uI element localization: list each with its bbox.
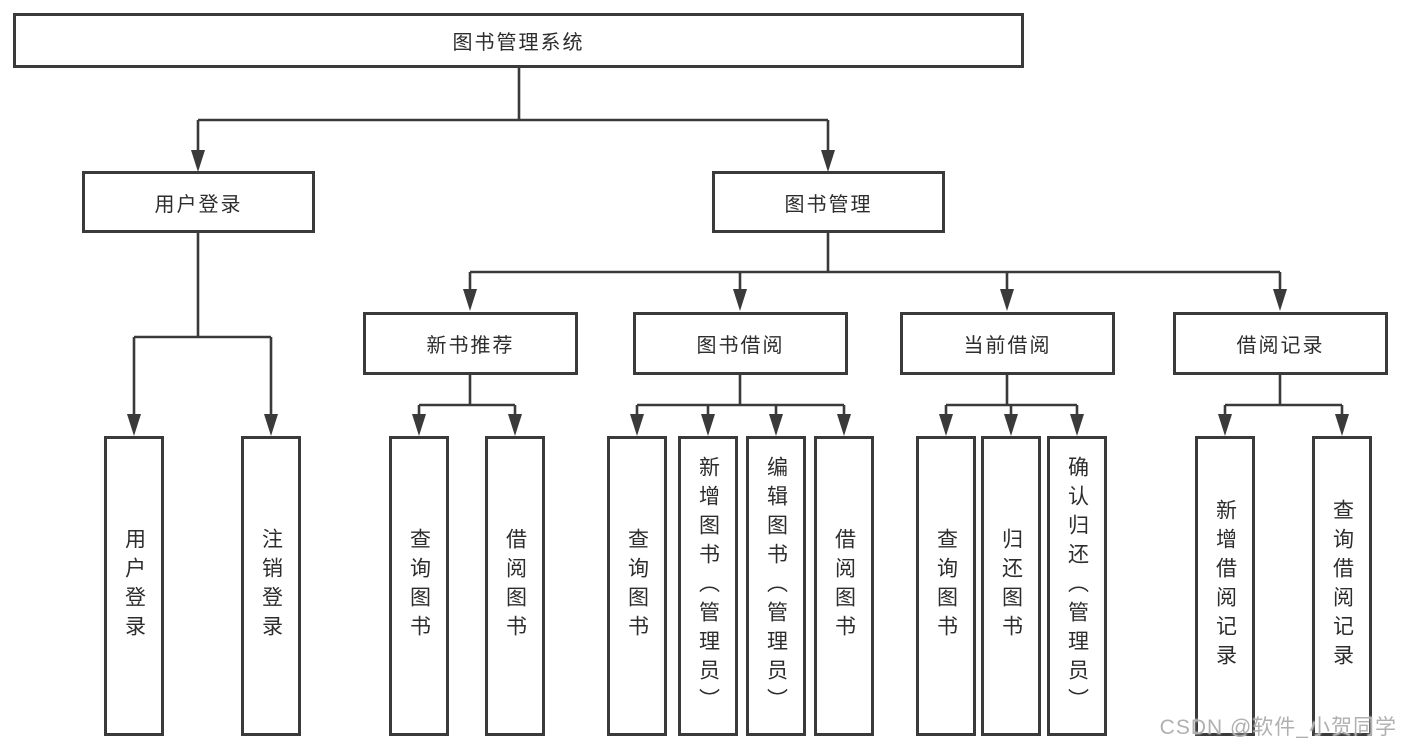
node-newbook-borrow-books: 借阅图书 bbox=[485, 436, 545, 736]
node-login-user-login: 用户登录 bbox=[104, 436, 164, 736]
node-borrowing-add-books-admin: 新增图书（管理员） bbox=[678, 436, 738, 736]
node-user-login-branch: 用户登录 bbox=[82, 171, 315, 233]
node-new-book-recommend: 新书推荐 bbox=[363, 312, 578, 375]
csdn-watermark: CSDN @软件_小贺同学 bbox=[1159, 716, 1397, 739]
node-current-borrowing: 当前借阅 bbox=[900, 312, 1115, 375]
node-borrowing-borrow-books: 借阅图书 bbox=[814, 436, 874, 736]
node-login-logout: 注销登录 bbox=[241, 436, 301, 736]
node-borrowing-records: 借阅记录 bbox=[1173, 312, 1388, 375]
node-borrowing-query-books: 查询图书 bbox=[607, 436, 667, 736]
node-records-query-record: 查询借阅记录 bbox=[1312, 436, 1372, 736]
node-newbook-query-books: 查询图书 bbox=[389, 436, 449, 736]
node-borrowing-edit-books-admin: 编辑图书（管理员） bbox=[746, 436, 806, 736]
node-book-management-branch: 图书管理 bbox=[712, 171, 945, 233]
node-book-borrowing: 图书借阅 bbox=[633, 312, 848, 375]
node-system-root: 图书管理系统 bbox=[13, 13, 1024, 68]
node-current-confirm-return-admin: 确认归还（管理员） bbox=[1047, 436, 1107, 736]
node-current-query-books: 查询图书 bbox=[916, 436, 976, 736]
node-current-return-books: 归还图书 bbox=[981, 436, 1041, 736]
node-records-add-record: 新增借阅记录 bbox=[1195, 436, 1255, 736]
